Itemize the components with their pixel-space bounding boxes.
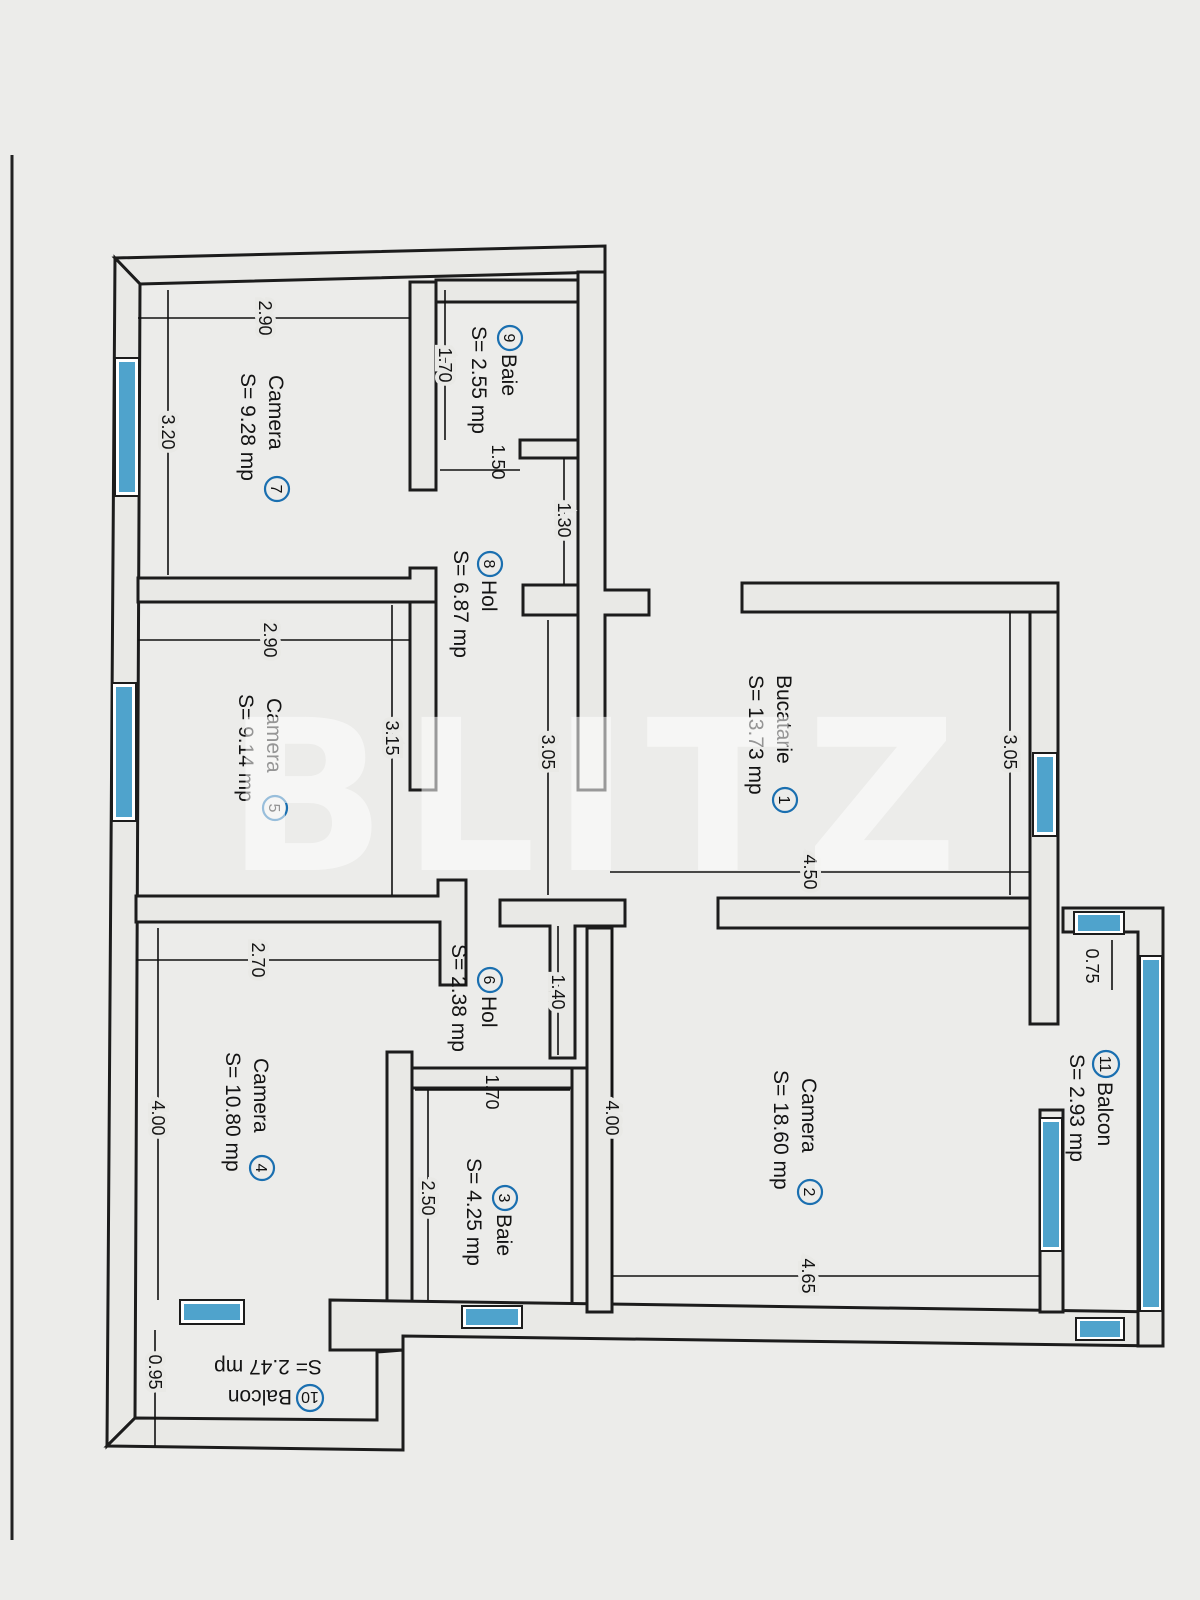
dimension-lines xyxy=(136,290,1113,1446)
dim-label: 1.50 xyxy=(488,444,508,479)
dim-label: 4.00 xyxy=(148,1100,168,1135)
dim-label: 3.20 xyxy=(158,414,178,449)
walls xyxy=(103,244,1165,1452)
watermark: BLITZ xyxy=(226,675,974,920)
kitchen-wall-bottom xyxy=(716,896,1032,930)
dim-label: 1.70 xyxy=(482,1074,502,1109)
dim-label: 4.65 xyxy=(798,1258,818,1293)
corridor-wall-upper xyxy=(576,270,651,792)
svg-text:8: 8 xyxy=(480,560,497,569)
windows xyxy=(111,357,1163,1341)
svg-text:S= 10.80 mp: S= 10.80 mp xyxy=(221,1052,244,1172)
dim-label: 3.15 xyxy=(382,720,402,755)
svg-text:S= 2.47 mp: S= 2.47 mp xyxy=(214,1355,322,1378)
room-label-5: Camera 5 S= 9.14 mp xyxy=(234,694,289,822)
svg-text:10: 10 xyxy=(301,1388,319,1405)
svg-text:Camera: Camera xyxy=(264,375,287,450)
svg-text:S= 2.38 mp: S= 2.38 mp xyxy=(447,944,470,1052)
svg-text:1: 1 xyxy=(775,796,792,805)
svg-text:Balcon: Balcon xyxy=(228,1385,292,1408)
window-balcony11-long xyxy=(1139,955,1163,1312)
svg-text:9: 9 xyxy=(500,334,517,343)
kitchen-wall-top xyxy=(740,581,1060,614)
svg-text:S= 9.14 mp: S= 9.14 mp xyxy=(234,694,257,802)
window-bath3 xyxy=(461,1305,523,1329)
dim-label: 1.30 xyxy=(554,502,574,537)
room-label-2: Camera 2 S= 18.60 mp xyxy=(769,1070,824,1206)
corridor-wall-stub xyxy=(521,583,580,617)
dim-label: 2.70 xyxy=(248,942,268,977)
svg-text:S= 13.73 mp: S= 13.73 mp xyxy=(744,675,767,795)
window-balcony11-top xyxy=(1073,911,1125,935)
dim-label: 3.05 xyxy=(1000,734,1020,769)
window-room7 xyxy=(114,357,140,497)
room-label-4: Camera 4 S= 10.80 mp xyxy=(221,1052,276,1182)
svg-text:Camera: Camera xyxy=(249,1058,272,1133)
svg-text:3: 3 xyxy=(495,1194,512,1203)
window-kitchen xyxy=(1032,752,1058,837)
svg-text:4: 4 xyxy=(252,1164,269,1173)
svg-text:S= 4.25 mp: S= 4.25 mp xyxy=(462,1158,485,1266)
svg-text:6: 6 xyxy=(480,976,497,985)
dimension-labels: 2.90 1.70 3.20 1.50 1.30 2.90 3.15 3.05 … xyxy=(141,296,1102,1393)
svg-text:Balcon: Balcon xyxy=(1093,1082,1116,1146)
window-room2 xyxy=(1039,1117,1063,1252)
dim-label: 0.95 xyxy=(145,1354,165,1389)
svg-text:S= 2.55 mp: S= 2.55 mp xyxy=(467,326,490,434)
svg-text:S= 6.87 mp: S= 6.87 mp xyxy=(449,550,472,658)
dim-label: 4.00 xyxy=(602,1100,622,1135)
room-label-11: 11 Balcon S= 2.93 mp xyxy=(1065,1049,1121,1162)
balcony11-frame xyxy=(1061,906,1165,1348)
room-label-1: Bucatarie 1 S= 13.73 mp xyxy=(744,675,799,814)
svg-text:Bucatarie: Bucatarie xyxy=(772,675,795,764)
svg-text:Baie: Baie xyxy=(497,354,520,396)
room-label-3: 3 Baie S= 4.25 mp xyxy=(462,1158,519,1266)
dim-label: 1.40 xyxy=(548,974,568,1009)
dim-label: 0.75 xyxy=(1082,948,1102,983)
dim-label: 2.90 xyxy=(260,622,280,657)
outer-wall-bottom-left xyxy=(103,1348,405,1452)
room-label-6: 6 Hol S= 2.38 mp xyxy=(447,944,504,1052)
svg-text:Baie: Baie xyxy=(492,1214,515,1256)
corridor-wall-mid xyxy=(498,898,627,1060)
wall-room4-bath3 xyxy=(385,1050,414,1306)
svg-text:5: 5 xyxy=(265,804,282,813)
svg-text:7: 7 xyxy=(267,485,284,494)
dim-label: 1.70 xyxy=(435,347,455,382)
wall-room5-hall xyxy=(408,600,438,792)
wall-room7-room5 xyxy=(136,566,438,604)
room-label-7: Camera 7 S= 9.28 mp xyxy=(236,373,291,503)
wall-room9-door xyxy=(518,438,580,460)
room-label-10: 10 Balcon S= 2.47 mp xyxy=(214,1355,325,1413)
window-room5 xyxy=(111,682,137,822)
wall-room5-room4 xyxy=(134,878,468,987)
room-label-8: 8 Hol S= 6.87 mp xyxy=(449,550,504,658)
svg-text:Camera: Camera xyxy=(262,698,285,773)
room-label-9: 9 Baie S= 2.55 mp xyxy=(467,324,524,434)
dim-label: 2.50 xyxy=(418,1180,438,1215)
svg-text:11: 11 xyxy=(1096,1056,1113,1073)
svg-text:S= 2.93 mp: S= 2.93 mp xyxy=(1065,1054,1088,1162)
window-balcony11-bottom xyxy=(1075,1317,1125,1341)
wall-room9-bottom xyxy=(434,278,580,304)
dim-label: 4.50 xyxy=(800,854,820,889)
svg-text:Hol: Hol xyxy=(477,996,500,1028)
svg-text:S= 9.28 mp: S= 9.28 mp xyxy=(236,373,259,481)
dim-label: 3.05 xyxy=(538,734,558,769)
svg-text:Hol: Hol xyxy=(477,580,500,612)
wall-bath3-right xyxy=(570,1066,589,1314)
room-labels: 9 Baie S= 2.55 mp Camera 7 S= 9.28 mp 8 … xyxy=(214,324,1121,1413)
svg-text:S= 18.60 mp: S= 18.60 mp xyxy=(769,1070,792,1190)
wall-room7-room9 xyxy=(408,280,438,492)
dim-label: 2.90 xyxy=(255,300,275,335)
room2-wall-left xyxy=(585,926,614,1314)
svg-text:Camera: Camera xyxy=(797,1078,820,1153)
window-room4 xyxy=(179,1299,245,1325)
svg-text:2: 2 xyxy=(800,1188,817,1197)
